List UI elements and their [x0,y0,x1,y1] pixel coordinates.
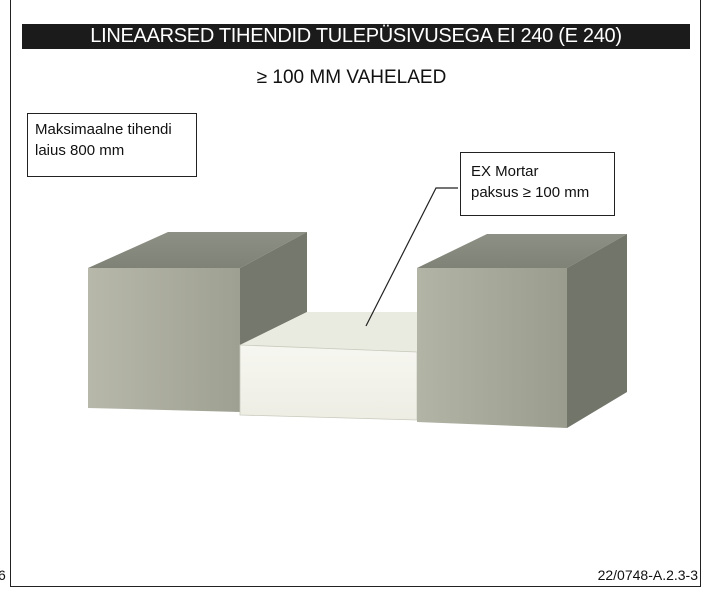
max-width-line-1: Maksimaalne tihendi [35,121,172,138]
page-fragment: 6 [0,567,6,583]
left-block-top [88,232,307,268]
mortar-line-2: paksus ≥ 100 mm [471,184,590,201]
max-width-label: Maksimaalne tihendi laius 800 mm [27,113,197,177]
max-width-line-2: laius 800 mm [35,142,125,159]
right-block-side [567,234,627,428]
right-block-front [417,268,567,428]
subtitle: ≥ 100 MM VAHELAED [256,67,447,88]
mortar-line-1: EX Mortar [471,163,539,180]
left-wall-block [88,232,307,412]
right-wall-block [417,234,627,428]
mortar-front [239,344,418,421]
right-block-top [417,234,627,268]
drawing-frame [10,0,701,587]
mortar-label: EX Mortar paksus ≥ 100 mm [460,152,615,216]
drawing-reference: 22/0748-A.2.3-3 [597,567,698,583]
page-title: LINEAARSED TIHENDID TULEPÜSIVUSEGA EI 24… [22,24,690,49]
mortar-leader-line [365,187,458,327]
left-block-front [88,268,240,412]
left-block-side [240,232,307,345]
mortar-seal [239,312,418,421]
mortar-top [240,312,417,352]
